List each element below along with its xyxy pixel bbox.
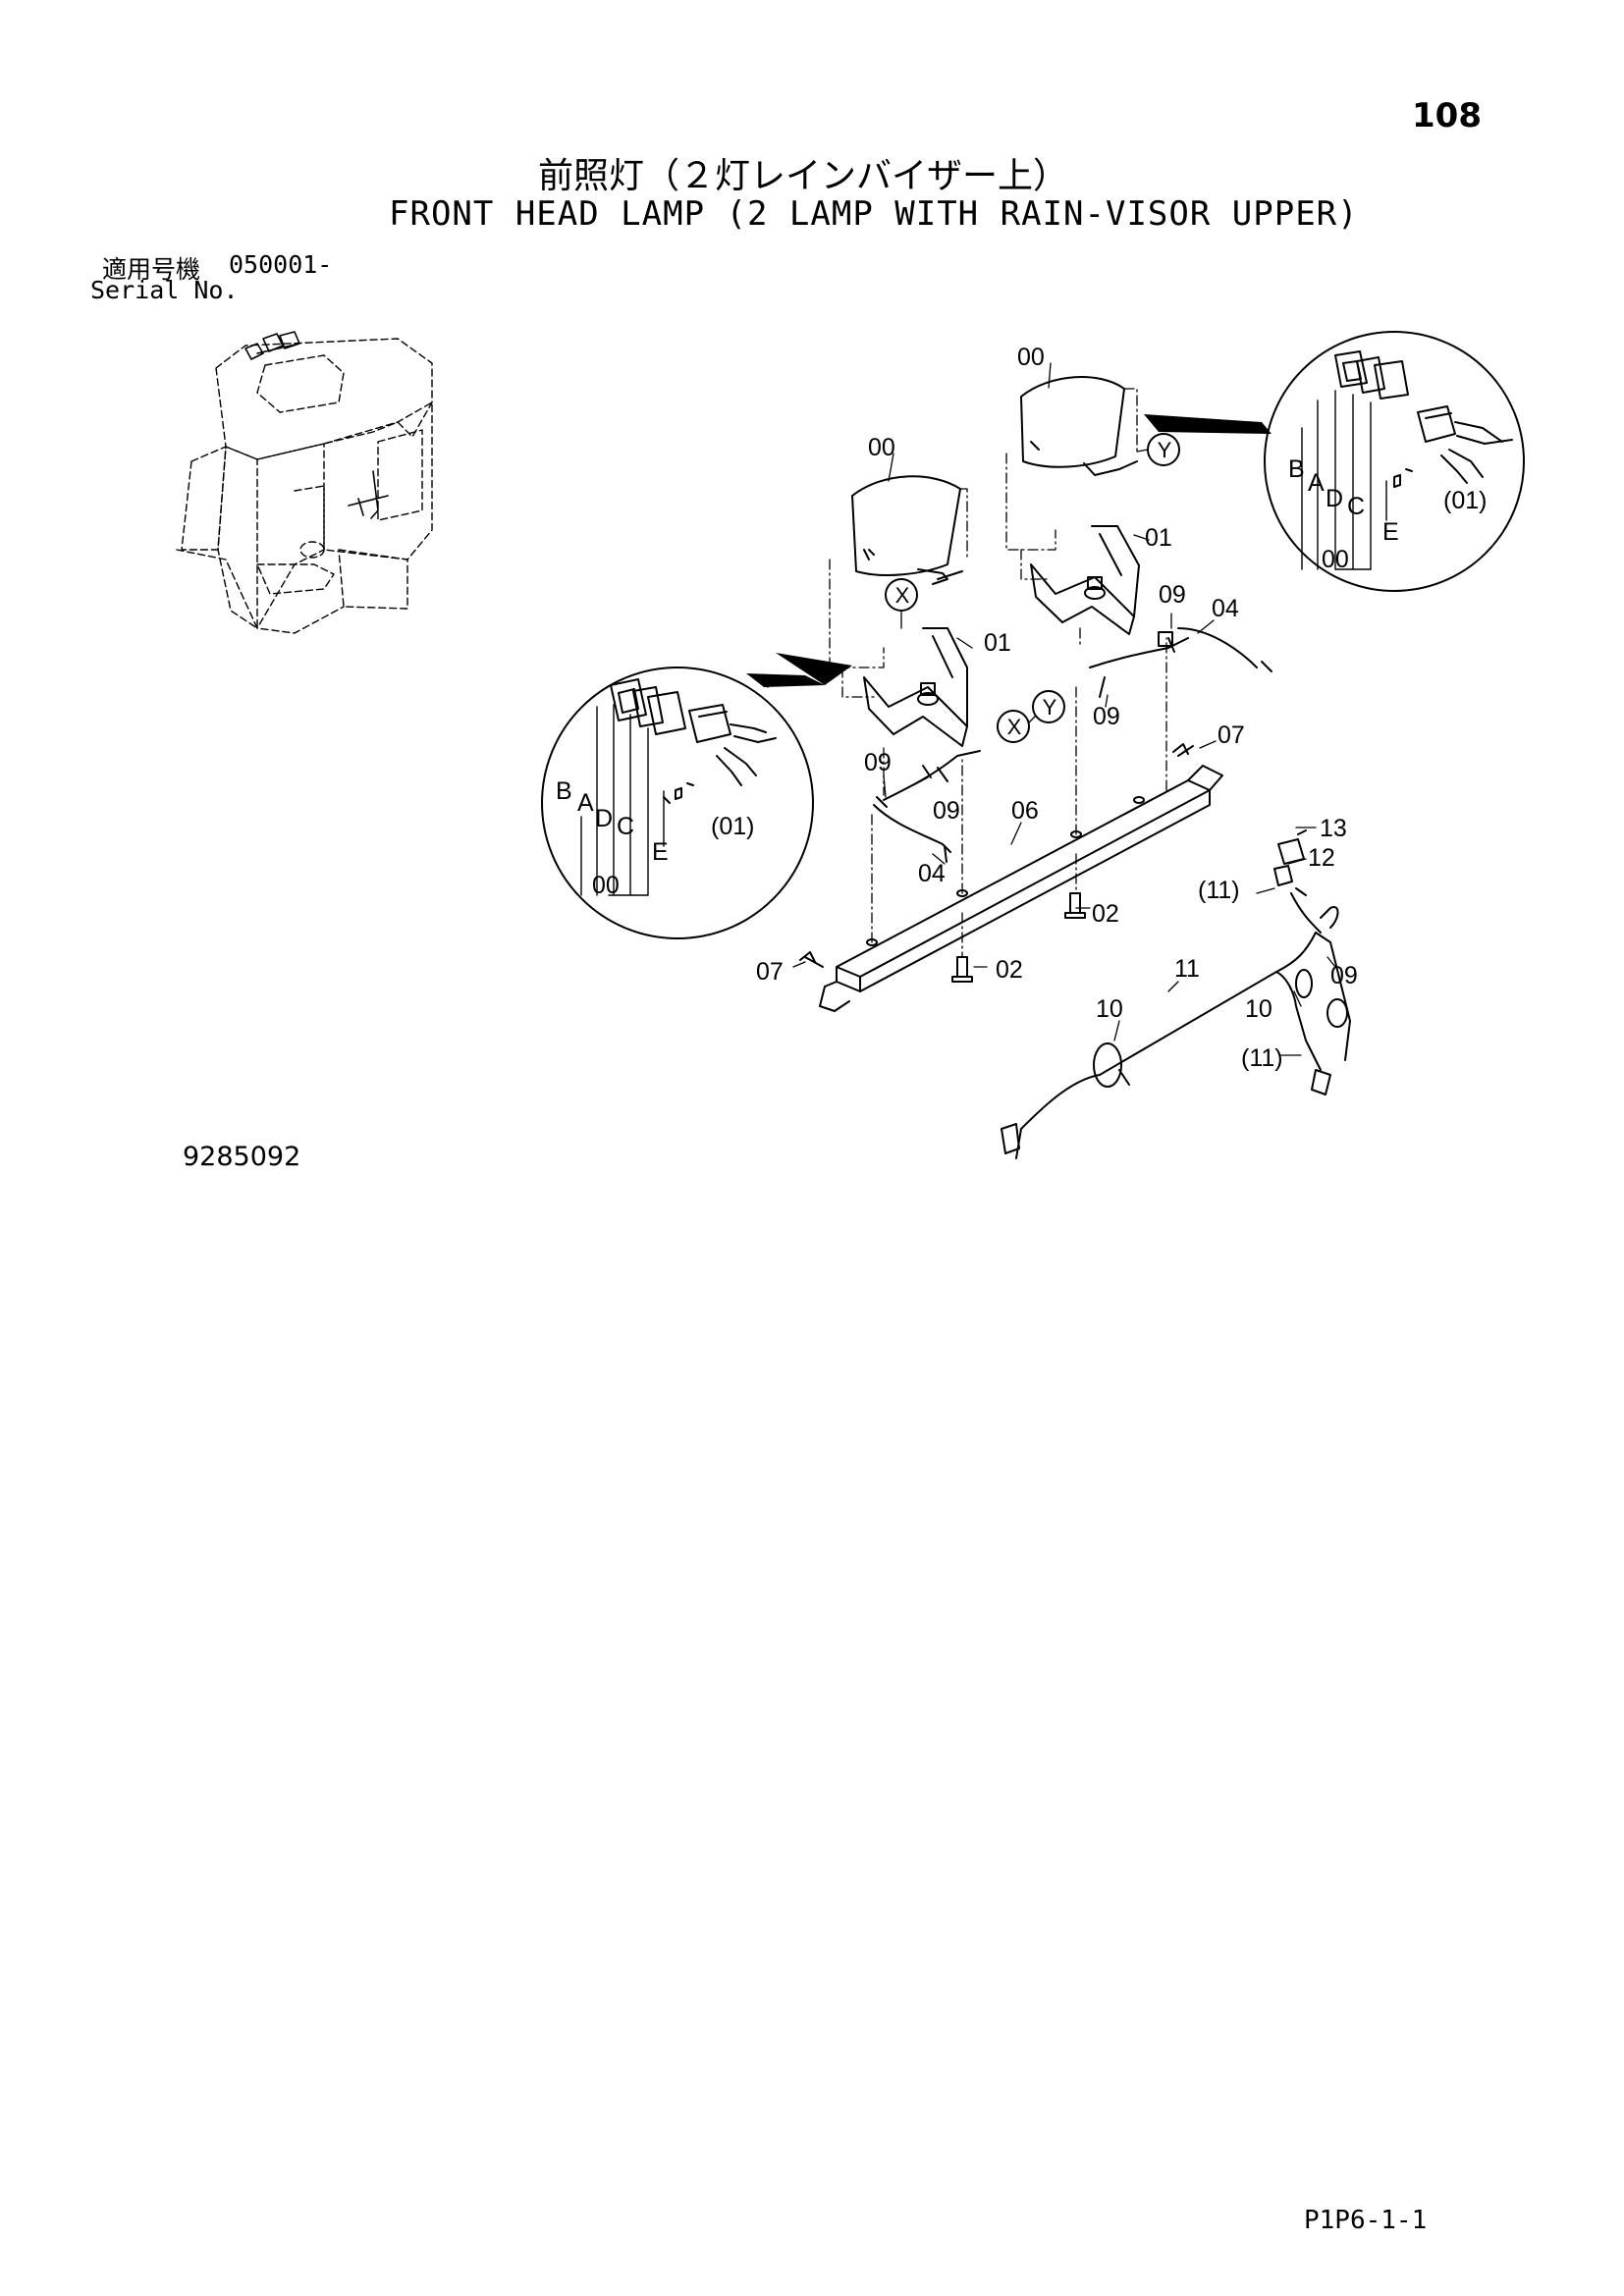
callout-09-harness: 09 bbox=[1330, 962, 1358, 989]
title-english: FRONT HEAD LAMP (2 LAMP WITH RAIN-VISOR … bbox=[389, 194, 1359, 234]
callout-01-right-bracket: 01 bbox=[1145, 524, 1172, 552]
callout-01-paren-left: (01) bbox=[711, 813, 754, 840]
callout-06-mounting-bar: 06 bbox=[1011, 797, 1039, 825]
harness-assembly bbox=[1001, 829, 1351, 1159]
callout-01-left-bracket: 01 bbox=[984, 629, 1011, 657]
right-lamp-assembly bbox=[1005, 376, 1272, 698]
page-number: 108 bbox=[1412, 96, 1482, 135]
callout-c-right: C bbox=[1347, 493, 1365, 520]
cab-lamps-thumbnail bbox=[244, 331, 389, 519]
callout-12: 12 bbox=[1308, 844, 1335, 872]
callout-e-right: E bbox=[1382, 518, 1399, 546]
marker-x-label-left: X bbox=[895, 583, 910, 608]
callout-labels: X X Y Y 00 00 01 01 09 04 09 09 09 06 04… bbox=[556, 344, 1487, 1072]
callout-11-paren-bottom: (11) bbox=[1241, 1044, 1283, 1072]
left-lamp-detail-circle bbox=[541, 653, 852, 939]
callout-07-left: 07 bbox=[756, 958, 784, 986]
serial-label-english: Serial No. bbox=[90, 276, 239, 304]
marker-x-label-right: X bbox=[1007, 715, 1022, 739]
leader-lines bbox=[792, 362, 1336, 1056]
left-lamp-assembly bbox=[829, 475, 981, 863]
page-code: P1P6-1-1 bbox=[1304, 2206, 1428, 2235]
callout-00-right-circle: 00 bbox=[1322, 546, 1349, 573]
callout-00-left-circle: 00 bbox=[592, 872, 620, 899]
callout-01-paren-right: (01) bbox=[1443, 487, 1487, 514]
callout-d-left: D bbox=[595, 805, 613, 832]
callout-07-right: 07 bbox=[1218, 721, 1245, 749]
callout-09-right-top: 09 bbox=[1159, 581, 1186, 609]
callout-a-right: A bbox=[1308, 469, 1325, 497]
serial-label-japanese: 適用号機 bbox=[102, 255, 201, 284]
callout-09-left-lower: 09 bbox=[933, 797, 960, 825]
reference-markers bbox=[885, 433, 1180, 743]
callout-02-left: 02 bbox=[996, 956, 1023, 984]
callout-11-paren-top: (11) bbox=[1198, 877, 1240, 904]
marker-x-right bbox=[997, 710, 1030, 743]
callout-11-harness: 11 bbox=[1174, 955, 1200, 983]
callout-10-left: 10 bbox=[1096, 995, 1123, 1023]
callout-00-right-lamp: 00 bbox=[1017, 344, 1045, 371]
callout-b-right: B bbox=[1288, 455, 1305, 483]
callout-d-right: D bbox=[1326, 485, 1343, 512]
mounting-bar bbox=[799, 637, 1223, 1012]
callout-c-left: C bbox=[617, 813, 634, 840]
callout-a-left: A bbox=[577, 789, 594, 817]
callout-b-left: B bbox=[556, 777, 572, 805]
serial-number-value: 050001- bbox=[229, 250, 333, 279]
callout-09-left-top: 09 bbox=[864, 749, 892, 776]
callout-09-right-lower: 09 bbox=[1093, 703, 1120, 730]
cab-overview-illustration bbox=[176, 338, 433, 634]
callout-13: 13 bbox=[1320, 815, 1347, 842]
callout-02-right: 02 bbox=[1092, 900, 1119, 928]
callout-e-left: E bbox=[652, 838, 669, 866]
right-lamp-detail-circle bbox=[1144, 331, 1525, 592]
title-japanese: 前照灯（２灯レインバイザー上） bbox=[538, 156, 1069, 196]
callout-04-right: 04 bbox=[1212, 595, 1239, 622]
marker-y-label-left: Y bbox=[1043, 695, 1057, 720]
callout-04-left: 04 bbox=[918, 860, 946, 887]
marker-y-label-right: Y bbox=[1158, 438, 1172, 462]
drawing-number: 9285092 bbox=[183, 1142, 301, 1172]
callout-10-right: 10 bbox=[1245, 995, 1272, 1023]
marker-y-left bbox=[1032, 690, 1065, 723]
callout-00-left-lamp: 00 bbox=[868, 434, 895, 461]
